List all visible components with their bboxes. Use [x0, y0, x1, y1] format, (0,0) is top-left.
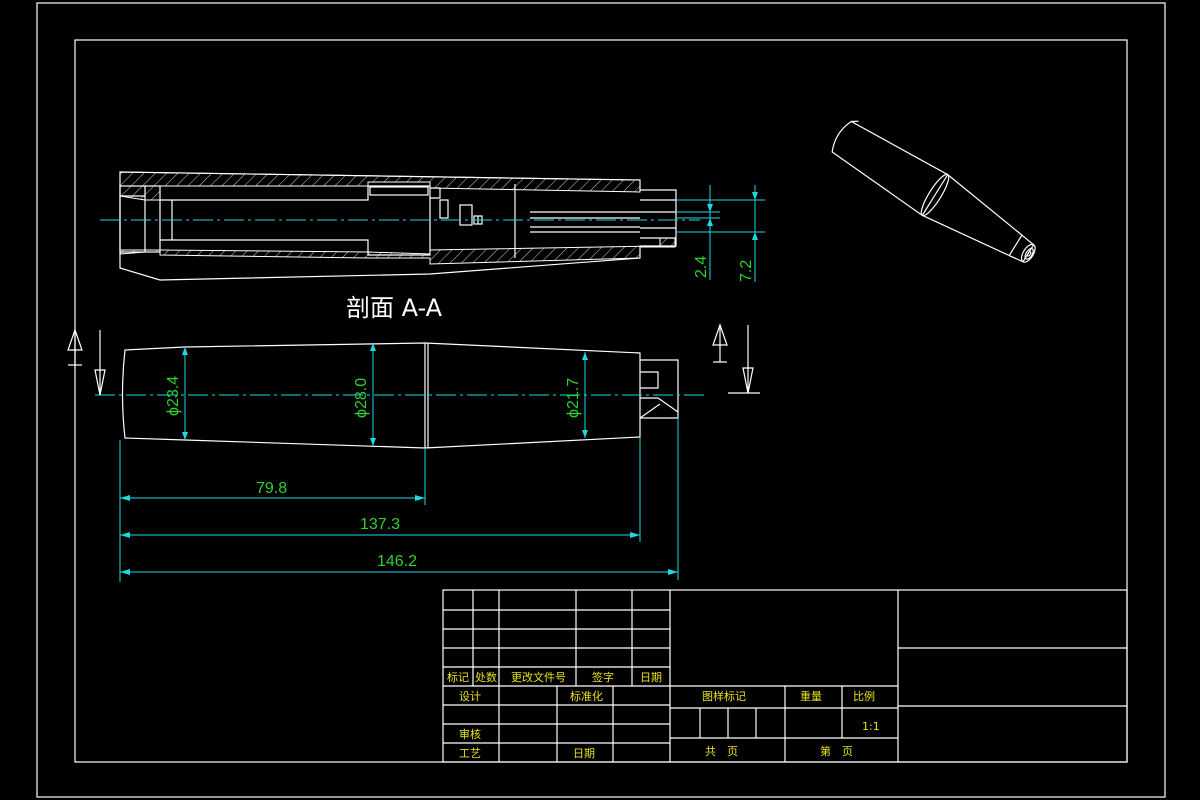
- tb-date: 日期: [573, 747, 595, 760]
- inner-border: [74, 39, 1128, 763]
- dim-d-right: ϕ21.7: [565, 378, 582, 418]
- section-view: 2.4 7.2: [100, 171, 765, 282]
- dim-len-3: 146.2: [377, 553, 417, 570]
- dim-v-small: 2.4: [693, 256, 710, 278]
- tb-scale-value: 1:1: [862, 720, 880, 733]
- section-marker-right: [712, 323, 760, 394]
- tb-signature: 签字: [592, 670, 614, 684]
- tb-drawing-mark: 图样标记: [702, 689, 746, 703]
- dim-len-1: 79.8: [256, 480, 287, 497]
- tb-process: 工艺: [459, 747, 481, 760]
- tb-weight: 重量: [800, 689, 822, 703]
- front-view: ϕ23.4 ϕ28.0 ϕ21.7 79.8 137.3 146.2: [95, 342, 705, 582]
- dim-v-large: 7.2: [738, 260, 755, 282]
- section-hatch-bottom: [119, 237, 676, 265]
- tb-total: 共 页: [705, 745, 738, 758]
- dim-d-mid: ϕ28.0: [353, 378, 370, 418]
- title-block: 标记 处数 更改文件号 签字 日期 设计 标准化 审核 工艺 日期 图样标记 重…: [442, 589, 1128, 763]
- tb-change-doc: 更改文件号: [511, 670, 566, 684]
- tb-design: 设计: [459, 690, 481, 703]
- tb-date-header: 日期: [640, 671, 662, 684]
- outer-border: [36, 2, 1166, 798]
- tb-mark: 标记: [447, 670, 469, 684]
- tb-page: 第 页: [820, 744, 853, 758]
- tb-standardization: 标准化: [570, 689, 603, 703]
- section-title: 剖面 A-A: [346, 294, 443, 322]
- section-marker-left: [67, 328, 106, 396]
- tb-review: 审核: [459, 727, 481, 741]
- dim-len-2: 137.3: [360, 516, 400, 533]
- dim-d-left: ϕ23.4: [165, 376, 182, 416]
- isometric-view: [831, 120, 1036, 263]
- tb-scale-label: 比例: [853, 689, 875, 703]
- tb-count: 处数: [475, 671, 497, 684]
